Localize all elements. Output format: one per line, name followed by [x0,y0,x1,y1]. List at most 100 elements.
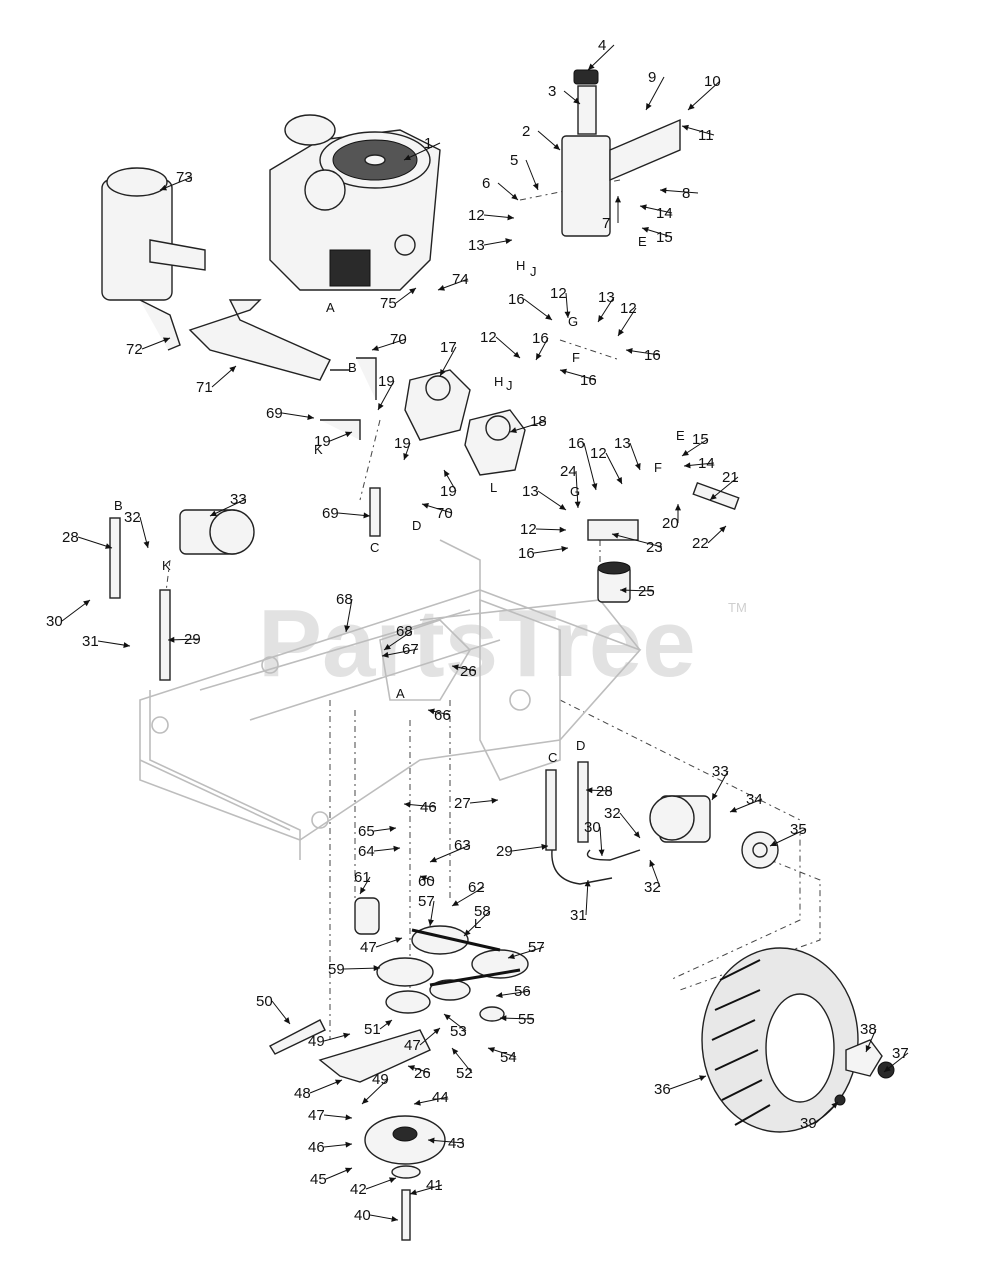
idler-arm [269,1019,431,1083]
callout-32: 32 [644,859,661,896]
arrowhead [612,532,619,539]
callout-number: 16 [568,435,585,452]
arrowhead [403,453,409,460]
callout-72: 72 [126,337,171,358]
callout-13: 13 [614,435,641,471]
callout-31: 31 [570,879,591,924]
connection-letter-e: E [638,234,647,249]
callout-number: 28 [62,529,79,546]
callout-25: 25 [619,583,655,600]
callout-number: 34 [746,791,763,808]
callout-number: 13 [614,435,631,452]
callout-28: 28 [585,783,613,800]
arrowhead [642,226,649,233]
arrowhead [634,463,641,470]
arrowhead [372,345,379,351]
arrowhead [363,512,370,519]
callout-number: 4 [598,37,606,54]
callout-14: 14 [639,204,673,222]
callout-6: 6 [482,175,519,201]
arrowhead [343,1032,350,1039]
callout-68: 68 [336,591,353,633]
callout-19: 19 [314,431,353,450]
rear-tire [701,947,895,1133]
arrowhead [163,337,170,344]
callout-number: 27 [454,795,471,812]
arrowhead [123,642,130,648]
callout-47: 47 [308,1107,353,1124]
callout-17: 17 [439,339,457,377]
callout-number: 55 [518,1011,535,1028]
callout-number: 52 [456,1065,473,1082]
callout-number: 47 [360,939,377,956]
arrowhead [345,431,352,438]
callout-62: 62 [451,879,485,907]
callout-42: 42 [350,1177,397,1198]
arrowhead [373,965,380,972]
arrowhead [561,545,568,552]
callout-number: 49 [308,1033,325,1050]
callout-number: 44 [432,1089,449,1106]
callout-60: 60 [418,873,435,890]
callout-number: 12 [620,300,637,317]
arrowhead [491,797,498,804]
callout-number: 12 [468,207,485,224]
arrowhead [553,143,560,150]
callout-number: 61 [354,869,371,886]
callout-75: 75 [380,287,417,312]
callout-22: 22 [692,525,727,552]
callout-number: 37 [892,1045,909,1062]
callout-52: 52 [451,1047,473,1082]
connection-letter-k: K [314,442,323,457]
callout-number: 19 [394,435,411,452]
callout-number: 31 [570,907,587,924]
drive-belt-assembly [354,897,529,1022]
callout-12: 12 [590,445,623,485]
callout-number: 51 [364,1021,381,1038]
callout-number: 57 [528,939,545,956]
callout-number: 62 [468,879,485,896]
callout-34: 34 [729,791,763,813]
callout-number: 31 [82,633,99,650]
arrowhead [488,1047,495,1053]
callout-19: 19 [377,373,395,411]
arrowhead [559,526,566,533]
arrowhead [428,919,434,926]
leader-line [583,442,597,491]
callout-48: 48 [294,1079,343,1102]
arrowhead [430,856,437,863]
hydraulic-reservoir [561,69,681,237]
callout-number: 71 [196,379,213,396]
callout-32: 32 [124,509,150,549]
callout-49: 49 [361,1071,389,1105]
callout-38: 38 [860,1021,877,1053]
leader-line [669,1075,707,1090]
arrowhead [505,238,512,245]
callout-number: 9 [648,69,656,86]
callout-29: 29 [167,631,201,648]
callout-number: 19 [378,373,395,390]
callout-number: 12 [480,329,497,346]
arrowhead [884,1065,891,1072]
callout-16: 16 [508,291,553,321]
callout-number: 26 [414,1065,431,1082]
arrowhead [360,887,366,894]
callout-26: 26 [407,1065,431,1082]
callout-number: 30 [46,613,63,630]
callout-number: 20 [662,515,679,532]
connection-letter-a: A [396,686,405,701]
arrowhead [444,470,450,477]
arrowhead [559,503,566,510]
callout-number: 32 [644,879,661,896]
arrowhead [344,625,351,632]
arrowhead [660,187,667,194]
callout-55: 55 [499,1011,535,1028]
arrowhead [682,450,689,456]
arrowhead [626,347,633,354]
callout-number: 15 [656,229,673,246]
callout-number: 65 [358,823,375,840]
callout-69: 69 [266,405,315,422]
arrowhead [452,900,459,906]
callout-31: 31 [82,633,131,650]
